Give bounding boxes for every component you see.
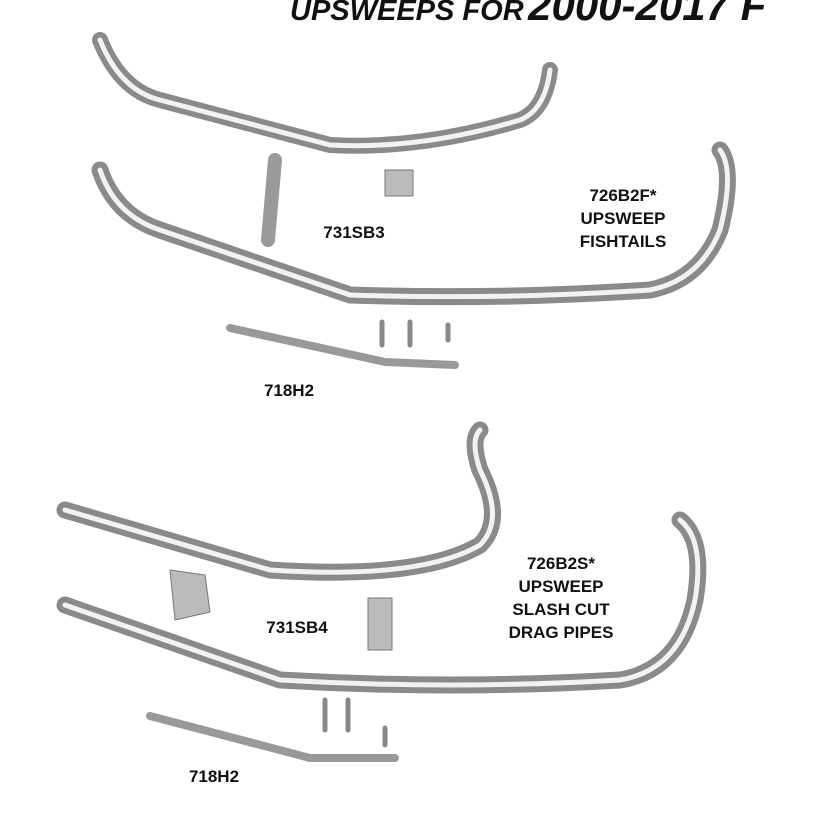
part-label-726b2f: 726B2F* UPSWEEP FISHTAILS: [579, 186, 667, 251]
bolts-top: [379, 319, 451, 348]
bracket-731sb3: [261, 153, 282, 247]
support-bar-718h2-top: [226, 324, 459, 369]
bracket-clamp: [384, 169, 414, 197]
part-label-731sb3: 731SB3: [323, 223, 385, 242]
support-bar-718h2-bottom: [146, 712, 399, 762]
fishtail-pipe-lower: [91, 141, 736, 306]
drag-pipe-lower: [56, 511, 707, 694]
fishtail-pipe-upper: [92, 32, 558, 154]
bolts-bottom: [322, 697, 388, 748]
page-title: UPSWEEPS FOR 2000-2017 F: [290, 0, 767, 29]
bracket-731sb4-left: [169, 569, 211, 621]
part-label-718h2-top: 718H2: [263, 381, 315, 400]
drag-pipe-upper: [56, 421, 501, 581]
bracket-731sb4-right: [367, 597, 393, 651]
part-label-718h2-bottom: 718H2: [188, 767, 240, 786]
part-label-726b2s: 726B2S* UPSWEEP SLASH CUT DRAG PIPES: [508, 554, 614, 642]
part-label-731sb4: 731SB4: [266, 618, 328, 637]
